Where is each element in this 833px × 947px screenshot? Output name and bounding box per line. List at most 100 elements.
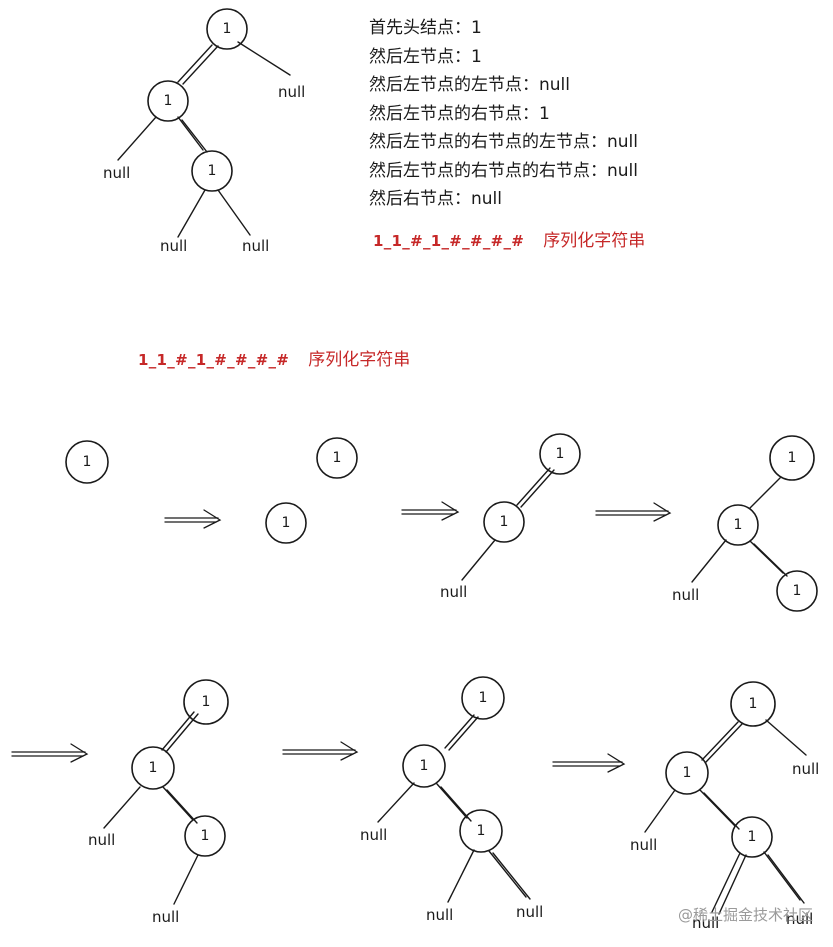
tree-edge <box>181 119 208 153</box>
step6-root: 1 <box>461 676 505 720</box>
tree-edge <box>763 851 801 901</box>
node-circle <box>459 809 503 853</box>
null-leaf-label: null <box>440 583 467 601</box>
tree-edge <box>182 45 219 85</box>
tree-edge <box>749 477 781 509</box>
step3-root: 1 <box>539 433 581 475</box>
tree-edge <box>177 189 206 238</box>
node-circle <box>730 681 776 727</box>
node-value: 1 <box>734 517 743 533</box>
step-left-right-left-node: 然后左节点的右节点的左节点：null <box>369 132 638 152</box>
step1-root: 1 <box>65 440 109 484</box>
tree-edge <box>461 539 496 581</box>
node-value: 1 <box>201 828 210 844</box>
arrow-icon <box>552 753 626 773</box>
tree-edge <box>177 44 213 83</box>
null-leaf-label: null <box>278 83 305 101</box>
tree-edge <box>177 116 204 151</box>
node-circle <box>731 816 773 858</box>
node-circle <box>717 504 759 546</box>
node-value: 1 <box>788 450 797 466</box>
tree-edge <box>444 714 475 749</box>
tree-edge <box>701 721 739 761</box>
node-circle <box>206 8 248 50</box>
watermark: @稀土掘金技术社区 <box>677 906 813 924</box>
tree-edge <box>117 116 157 161</box>
null-leaf-label: null <box>103 164 130 182</box>
node-circle <box>316 437 358 479</box>
node-value: 1 <box>164 93 173 109</box>
tree-edge <box>767 854 805 904</box>
tree-edge <box>237 41 291 76</box>
root-node: 1 <box>206 8 248 50</box>
arrow-icon <box>595 502 672 522</box>
node-value: 1 <box>420 758 429 774</box>
null-leaf-label: null <box>630 836 657 854</box>
null-leaf-label: null <box>88 831 115 849</box>
step5-left: 1 <box>131 746 175 790</box>
serialized-string-value: 1_1_#_1_#_#_#_# <box>138 351 290 369</box>
arrow-icon <box>282 741 359 761</box>
left-node: 1 <box>147 80 189 122</box>
tree-edge <box>644 789 676 833</box>
step5-root: 1 <box>183 679 229 725</box>
step7-left-right: 1 <box>731 816 773 858</box>
node-circle <box>183 679 229 725</box>
left-right-node: 1 <box>191 150 233 192</box>
null-leaf-label: null <box>360 826 387 844</box>
step4-left: 1 <box>717 504 759 546</box>
node-value: 1 <box>208 163 217 179</box>
node-circle <box>131 746 175 790</box>
step4-root: 1 <box>769 435 815 481</box>
step4-left-right: 1 <box>776 570 818 612</box>
null-leaf-label: null <box>516 903 543 921</box>
tree-edge <box>691 539 727 583</box>
node-value: 1 <box>477 823 486 839</box>
tree-edge <box>103 786 141 829</box>
tree-edge <box>705 723 743 763</box>
arrow-icon <box>11 743 89 763</box>
node-circle <box>483 501 525 543</box>
node-circle <box>265 502 307 544</box>
arrow-icon <box>401 501 460 521</box>
step3-left: 1 <box>483 501 525 543</box>
null-leaf-label: null <box>786 910 813 928</box>
tree-edge <box>447 849 475 903</box>
tree-edge <box>448 716 479 751</box>
node-value: 1 <box>149 760 158 776</box>
tree-edge <box>699 789 736 827</box>
tree-edge <box>516 467 551 506</box>
node-circle <box>665 751 709 795</box>
null-leaf-label: null <box>242 237 269 255</box>
step2-root: 1 <box>316 437 358 479</box>
null-leaf-label: null <box>152 908 179 926</box>
step-left-left-node: 然后左节点的左节点：null <box>369 75 570 95</box>
node-circle <box>776 570 818 612</box>
tree-edge <box>711 852 741 913</box>
serialized-string-caption: 序列化字符串 <box>543 231 646 251</box>
step7-root: 1 <box>730 681 776 727</box>
node-circle <box>184 815 226 857</box>
step-left-right-right-node: 然后左节点的右节点的右节点：null <box>369 160 638 181</box>
node-value: 1 <box>282 515 291 531</box>
step6-left: 1 <box>402 744 446 788</box>
node-value: 1 <box>793 583 802 599</box>
step-left-node: 然后左节点：1 <box>369 46 482 67</box>
tree-edge <box>703 792 740 830</box>
arrow-icon <box>164 509 222 529</box>
tree-edge <box>161 711 195 751</box>
step-head-node: 首先头结点：1 <box>369 18 482 38</box>
serialized-string-middle: 1_1_#_1_#_#_#_# 序列化字符串 <box>138 345 410 370</box>
node-value: 1 <box>333 450 342 466</box>
node-value: 1 <box>683 765 692 781</box>
tree-edge <box>217 189 251 236</box>
node-circle <box>461 676 505 720</box>
tree-edge <box>166 789 198 824</box>
serialized-string-caption: 序列化字符串 <box>308 350 411 370</box>
node-circle <box>65 440 109 484</box>
step-right-node: 然后右节点：null <box>369 189 502 209</box>
node-circle <box>191 150 233 192</box>
tree-edge <box>377 782 415 823</box>
tree-edge <box>492 852 531 900</box>
